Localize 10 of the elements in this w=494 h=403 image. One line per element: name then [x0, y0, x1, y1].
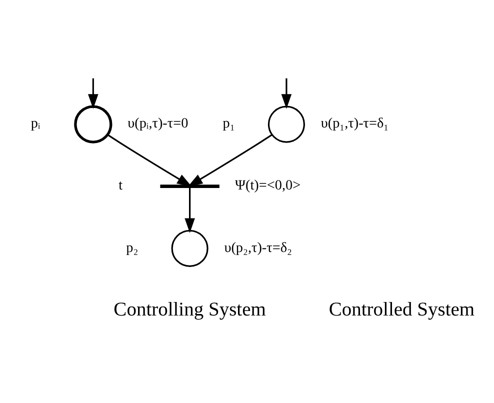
node-label: Ψ(t)=<0,0>	[235, 177, 301, 194]
node-label: υ(pᵢ,τ)-τ=0	[128, 115, 188, 132]
node-label: t	[118, 177, 123, 194]
node-label: p₂	[126, 239, 138, 256]
node-label: p₁	[222, 115, 235, 132]
node-label: pᵢ	[30, 115, 40, 132]
node-label: υ(p₂,τ)-τ=δ₂	[224, 239, 292, 256]
label: Controlled System	[328, 298, 475, 320]
node-label: υ(p₁,τ)-τ=δ₁	[320, 115, 389, 132]
label: Controlling System	[114, 298, 266, 320]
